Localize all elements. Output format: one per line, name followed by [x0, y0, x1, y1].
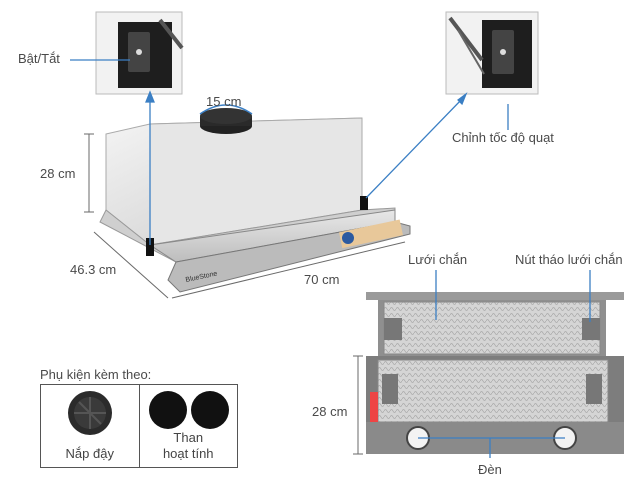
fan-speed-label: Chỉnh tốc độ quạt — [452, 130, 554, 145]
depth-label: 46.3 cm — [70, 262, 117, 277]
bottom-dimension-line — [353, 355, 363, 455]
bottom-callout-lines — [418, 270, 591, 458]
filter-label: Lưới chắn — [408, 252, 468, 267]
carbon-filter-icon — [148, 391, 229, 429]
dimension-lines — [84, 133, 406, 299]
cover-cap-icon — [68, 391, 112, 435]
pipe-dimension-arc — [199, 104, 253, 115]
accessory-cover-label: Nắp đậy — [65, 446, 114, 461]
accessory-cover: Nắp đậy — [41, 385, 139, 467]
height-label: 28 cm — [40, 166, 76, 181]
accessories-box: Nắp đậy Than hoạt tính — [40, 384, 238, 468]
fan-speed-closeup — [445, 11, 539, 95]
power-switch-closeup — [95, 11, 184, 95]
filter-release-label: Nút tháo lưới chắn — [515, 252, 623, 267]
accessory-carbon-label-1: Than — [173, 430, 204, 445]
pipe-diameter-label: 15 cm — [206, 94, 242, 109]
accessory-carbon-label-2: hoạt tính — [162, 446, 214, 461]
accessory-carbon: Than hoạt tính — [138, 385, 238, 467]
callout-lines — [70, 59, 509, 245]
hood-underside-view — [366, 292, 624, 454]
bottom-height-label: 28 cm — [312, 404, 348, 419]
light-label: Đèn — [478, 462, 502, 477]
width-label: 70 cm — [304, 272, 340, 287]
range-hood-main: BlueStone — [99, 108, 411, 293]
power-label: Bật/Tắt — [18, 51, 60, 66]
accessories-title: Phụ kiện kèm theo: — [40, 367, 152, 382]
